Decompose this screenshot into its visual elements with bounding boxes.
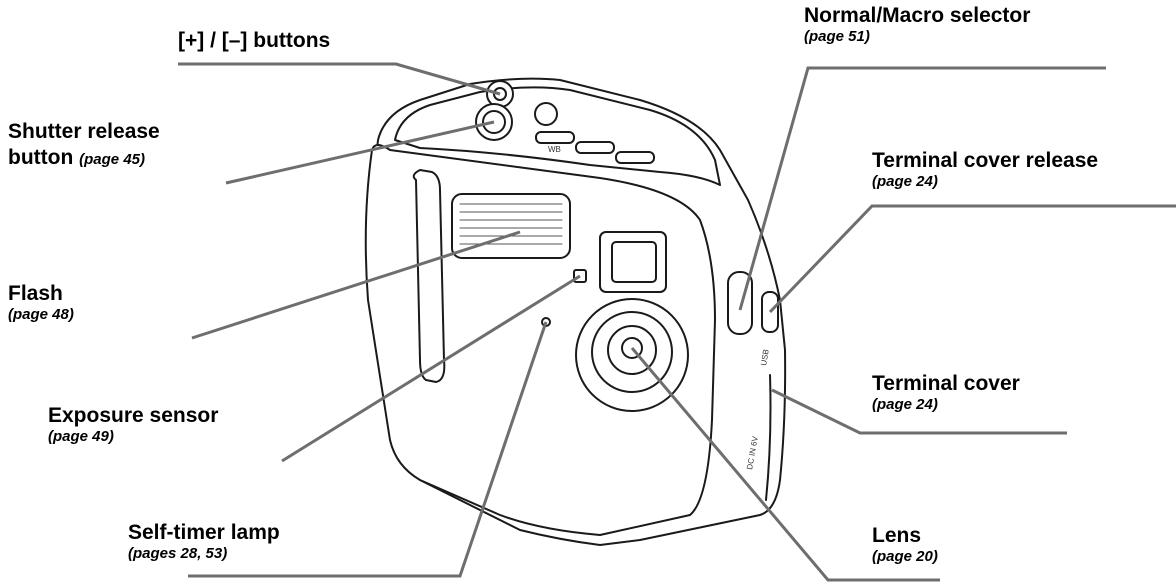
label-lens: Lens (page 20) xyxy=(872,524,938,566)
label-name: Exposure sensor xyxy=(48,404,219,427)
label-flash: Flash (page 48) xyxy=(8,282,74,324)
flash-button-icon xyxy=(615,151,655,164)
label-page: (page 24) xyxy=(872,396,938,414)
usb-marking: USB xyxy=(759,349,771,367)
flash-window xyxy=(451,193,571,259)
leader-terminal-cover xyxy=(771,388,1067,435)
label-name: [+] / [–] buttons xyxy=(178,29,331,52)
leader-flash xyxy=(191,230,521,340)
label-plus-minus-buttons: [+] / [–] buttons xyxy=(178,29,331,52)
wb-marking: WB xyxy=(548,145,561,154)
label-name: Terminal cover xyxy=(872,372,1020,395)
label-page: (page 45) xyxy=(79,151,145,169)
label-name: Flash xyxy=(8,282,63,305)
label-page: (page 24) xyxy=(872,173,938,191)
label-name: Lens xyxy=(872,524,922,547)
label-normal-macro-selector: Normal/Macro selector (page 51) xyxy=(804,4,1031,46)
leader-normal-macro xyxy=(738,66,1106,311)
label-name: Terminal cover release xyxy=(872,149,1099,172)
label-page: (page 48) xyxy=(8,306,74,324)
label-exposure-sensor: Exposure sensor (page 49) xyxy=(48,404,219,446)
mode-button-icon xyxy=(575,141,615,154)
label-page: (page 51) xyxy=(804,28,870,46)
leader-plus-minus xyxy=(178,62,501,96)
label-name: Shutter release xyxy=(8,120,160,143)
camera-illustration xyxy=(364,77,787,546)
leader-shutter xyxy=(225,120,495,185)
flash-lines xyxy=(459,203,563,245)
leader-lines xyxy=(178,62,1176,582)
viewfinder-inner xyxy=(611,241,657,283)
label-page: (page 49) xyxy=(48,428,114,446)
label-shutter-release-button: Shutter release button (page 45) xyxy=(8,120,160,170)
label-name: Self-timer lamp xyxy=(128,521,280,544)
label-page: (pages 28, 53) xyxy=(128,545,228,563)
label-self-timer-lamp: Self-timer lamp (pages 28, 53) xyxy=(128,521,280,563)
top-button-icon xyxy=(534,102,558,126)
leader-terminal-release xyxy=(768,204,1176,314)
label-terminal-cover-release: Terminal cover release (page 24) xyxy=(872,149,1099,191)
label-name: Normal/Macro selector xyxy=(804,4,1031,27)
leader-lens xyxy=(630,347,940,582)
leader-exposure xyxy=(281,274,581,463)
side-panel-line xyxy=(765,374,772,501)
leader-self-timer xyxy=(188,321,548,578)
label-terminal-cover: Terminal cover (page 24) xyxy=(872,372,1020,414)
label-page: (page 20) xyxy=(872,548,938,566)
wb-button-icon xyxy=(535,131,575,144)
label-name-line2: button xyxy=(8,146,74,170)
